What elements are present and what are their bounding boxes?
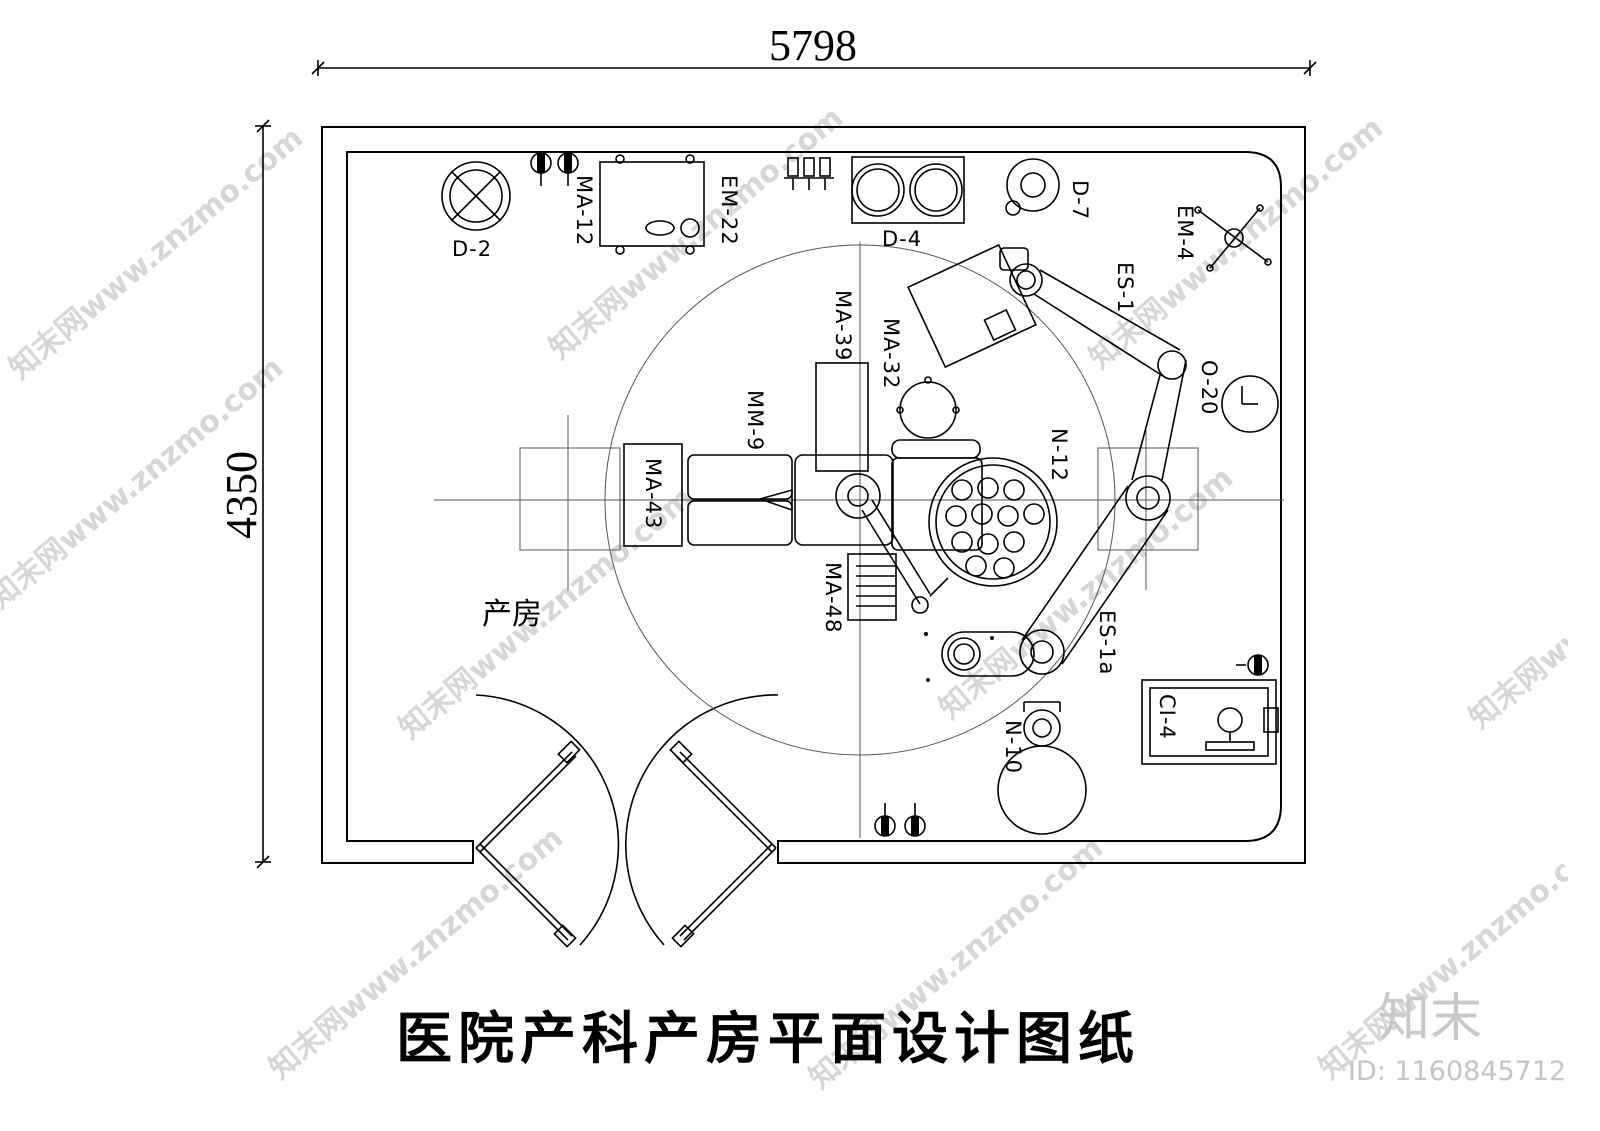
equipment-es1-monitor-arm: ES-1 [907,243,1187,481]
label-es1: ES-1 [1113,262,1137,314]
label-em4: EM-4 [1173,205,1197,261]
room-name: 产房 [482,597,542,632]
equipment-d7: D-7 [1005,158,1092,220]
brand-watermark: 知末 [1378,989,1482,1049]
lamp-reach-circle [434,242,1284,838]
equipment-n12-surgical-light: N-12 [861,428,1071,614]
watermark-text: 知末网www.znzmo.com [1083,110,1390,376]
label-n12: N-12 [1047,428,1071,482]
label-ma12: MA-12 [572,175,596,246]
equipment-d2: D-2 [441,161,511,261]
image-id: ID: 1160845712 [1348,1056,1566,1087]
drawing-title: 医院产科产房平面设计图纸 [396,1006,1140,1072]
equipment-ma12-cart: MA-12 EM-22 [572,154,741,255]
label-em22: EM-22 [717,175,741,246]
equipment-n10: N-10 [997,701,1087,835]
label-ma32: MA-32 [879,318,903,389]
wall-outlet-group [784,157,834,190]
width-label: 5798 [769,21,857,70]
height-label: 4350 [217,451,266,539]
label-ci4: CI-4 [1155,694,1179,740]
equipment-ci4: CI-4 [1141,654,1279,765]
label-o20: O-20 [1197,360,1221,415]
label-ma43: MA-43 [641,458,665,529]
equipment-ma32: MA-32 [879,318,960,439]
label-ma39: MA-39 [831,290,855,361]
gas-outlets-bottom [874,803,926,837]
label-mm9: MM-9 [743,390,767,451]
watermark-layer: 知末网www.znzmo.com 知末网www.znzmo.com 知末网www… [0,100,1568,1096]
label-ma48: MA-48 [821,562,845,633]
gas-outlets-top [530,152,579,186]
label-n10: N-10 [1001,720,1025,774]
double-door [475,694,779,948]
equipment-ma43: MA-43 [623,443,683,547]
label-d2: D-2 [452,237,492,261]
label-d4: D-4 [882,227,922,251]
equipment-ma39: MA-39 [815,290,869,472]
equipment-es1a-arm: ES-1a [924,475,1171,682]
watermark-text: 知末网www.znzmo.com [1463,470,1568,736]
equipment-ma48: MA-48 [821,553,897,633]
height-dimension: 4350 [217,119,271,869]
equipment-o20-clock: O-20 [1197,360,1279,433]
room-walls [321,126,1306,864]
equipment-em4: EM-4 [1173,204,1272,272]
label-es1a: ES-1a [1095,610,1119,675]
width-dimension: 5798 [311,21,1317,76]
equipment-d4: D-4 [851,156,965,251]
label-d7: D-7 [1068,180,1092,220]
equipment-mm9-delivery-bed: MM-9 [687,390,983,551]
watermark-text: 知末网www.znzmo.com [3,120,310,386]
